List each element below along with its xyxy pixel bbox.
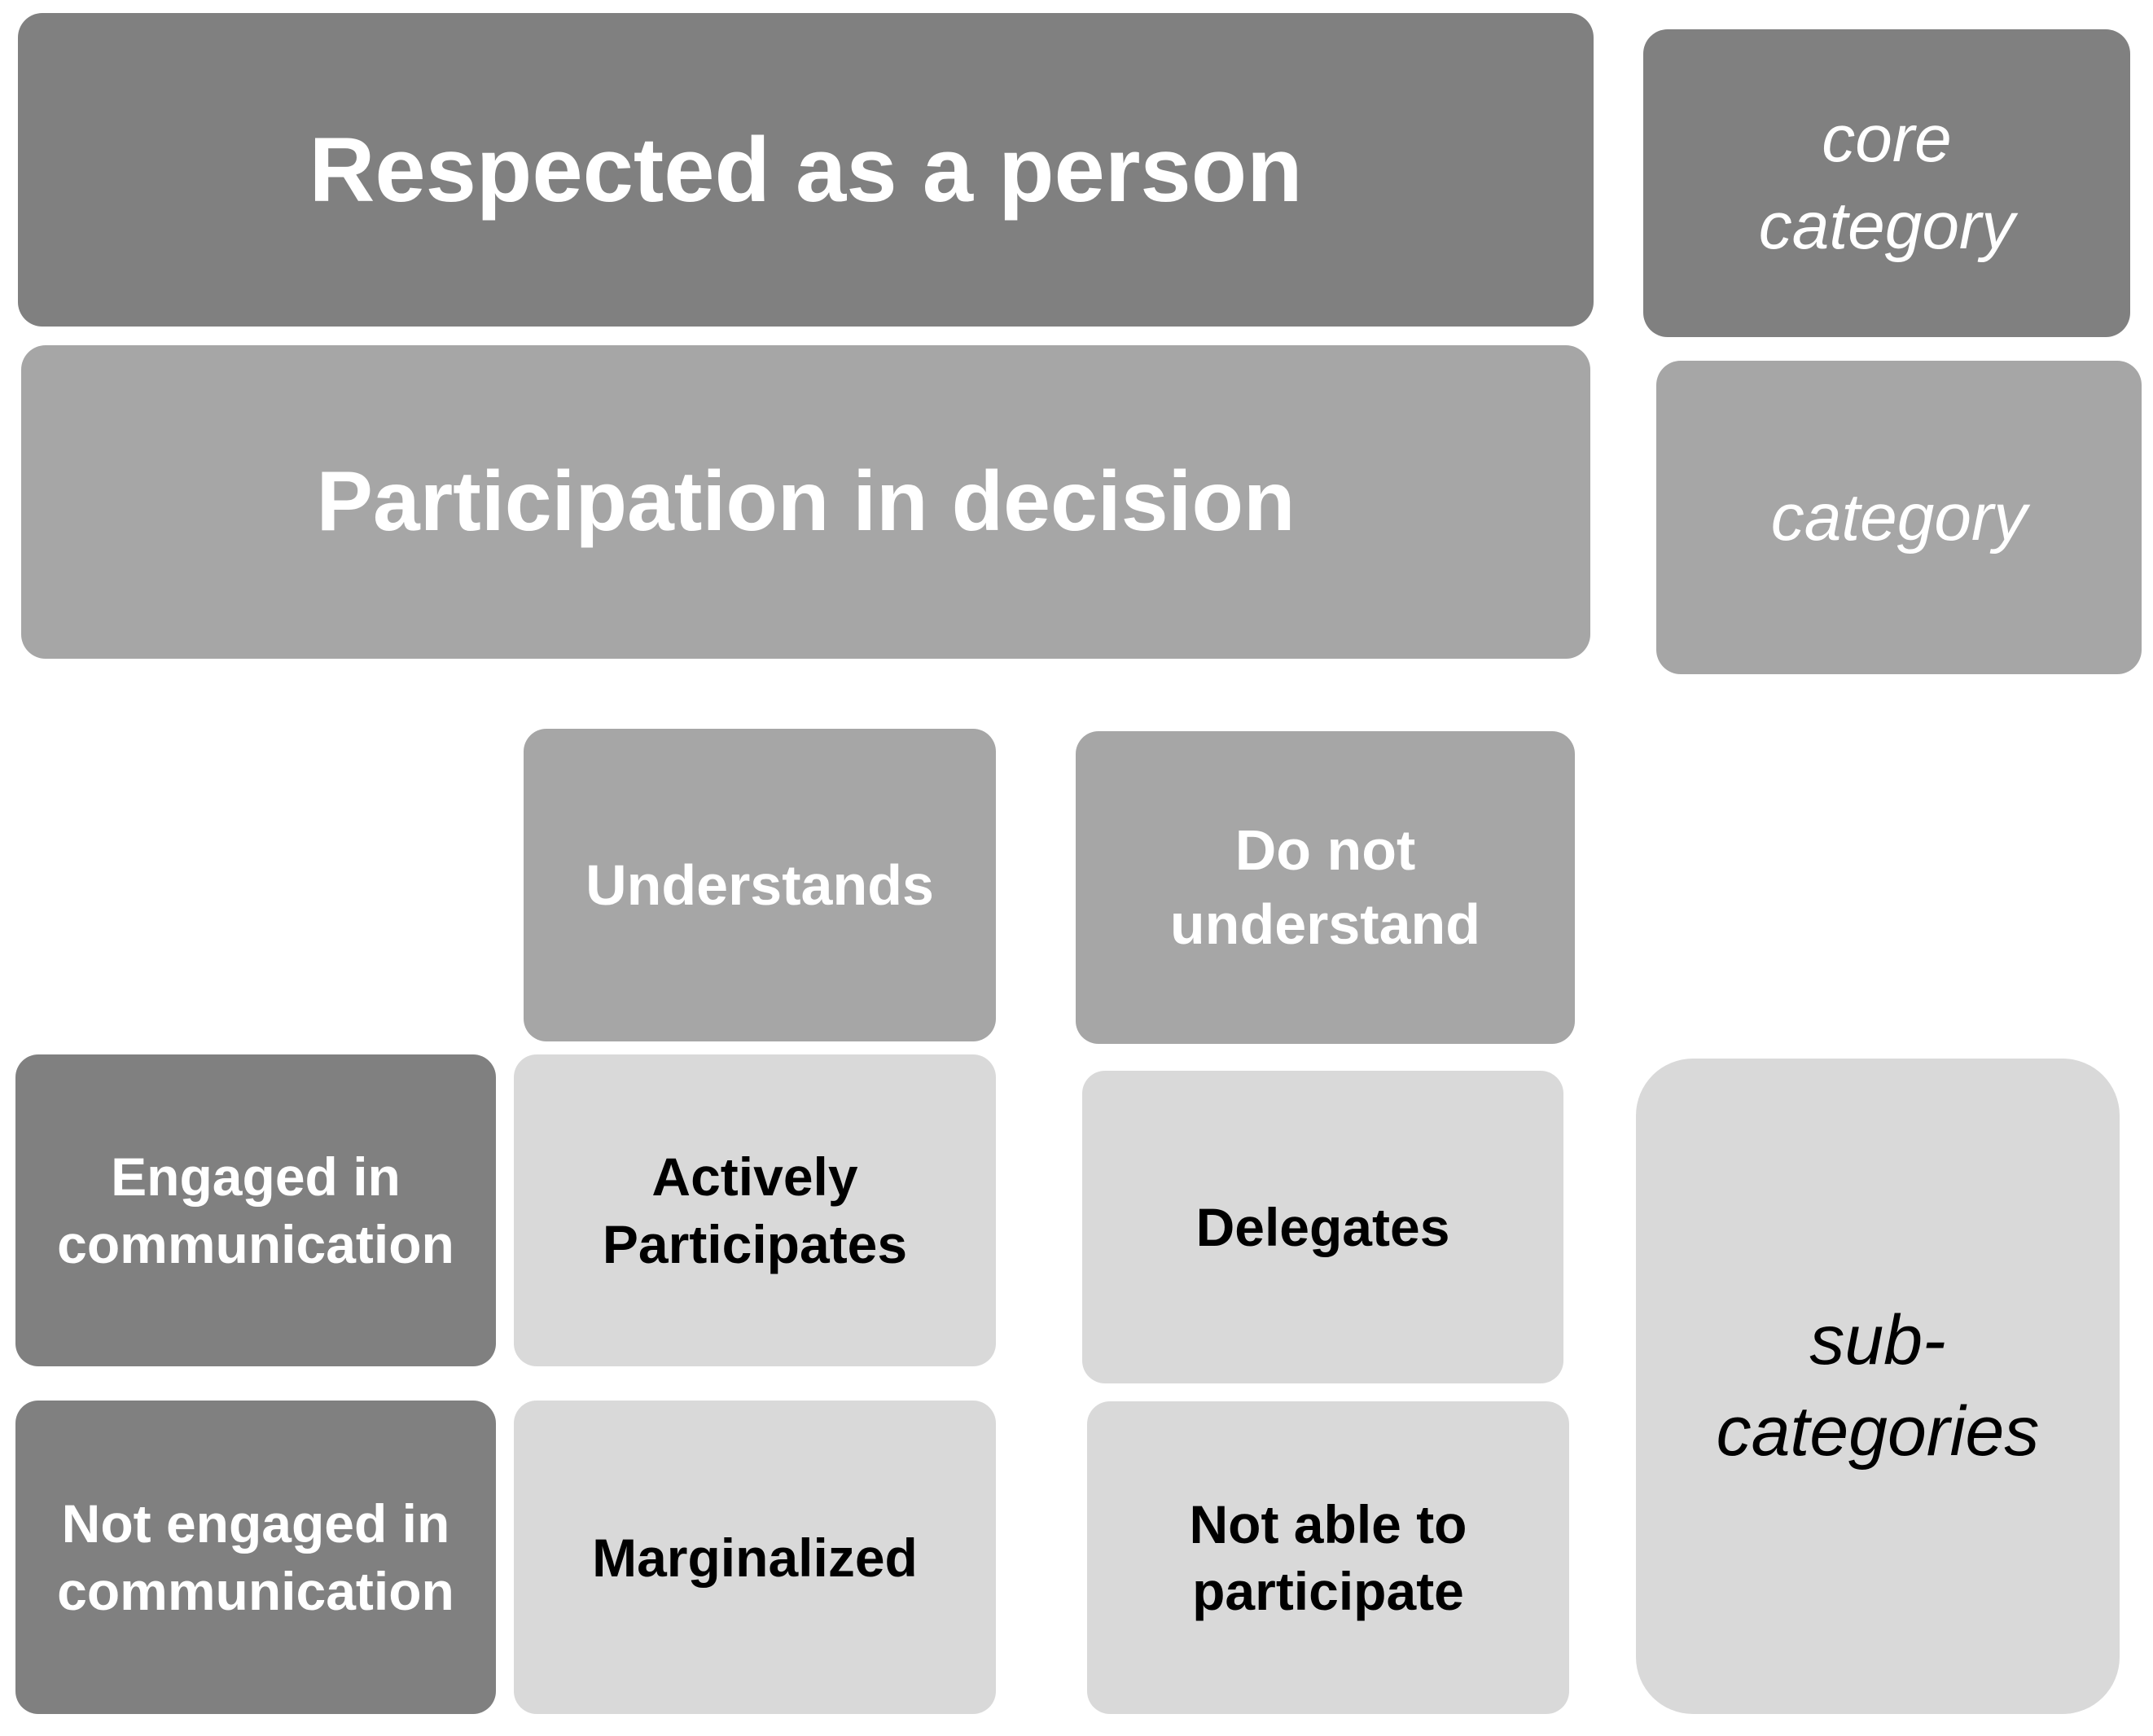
core-category-box: Respected as a person — [18, 13, 1594, 327]
category-title: Participation in decision — [316, 454, 1296, 549]
cell-delegates: Delegates — [1082, 1071, 1563, 1383]
category-box: Participation in decision — [21, 345, 1590, 659]
cell-not-able-to-participate: Not able to participate — [1087, 1401, 1569, 1714]
cell-actively-participates: Actively Participates — [514, 1054, 996, 1366]
cell-delegates-label: Delegates — [1195, 1197, 1450, 1257]
row-header-engaged-label: Engaged in communication — [57, 1146, 454, 1274]
category-legend: category — [1656, 361, 2142, 674]
column-header-understands: Understands — [524, 729, 996, 1041]
column-header-do-not-understand-label: Do not understand — [1169, 818, 1481, 956]
category-legend-label: category — [1770, 480, 2028, 555]
cell-marginalized: Marginalized — [514, 1401, 996, 1714]
core-category-legend: core category — [1643, 29, 2130, 337]
column-header-understands-label: Understands — [585, 853, 934, 917]
column-header-do-not-understand: Do not understand — [1076, 731, 1575, 1044]
core-category-title: Respected as a person — [309, 119, 1303, 221]
row-header-not-engaged-label: Not engaged in communication — [57, 1493, 454, 1621]
subcategories-legend: sub- categories — [1636, 1059, 2120, 1714]
cell-not-able-to-participate-label: Not able to participate — [1189, 1493, 1467, 1622]
core-category-legend-label: core category — [1758, 102, 2015, 263]
subcategories-legend-label: sub- categories — [1716, 1300, 2040, 1471]
cell-actively-participates-label: Actively Participates — [602, 1146, 908, 1274]
row-header-not-engaged: Not engaged in communication — [15, 1401, 496, 1714]
row-header-engaged: Engaged in communication — [15, 1054, 496, 1366]
cell-marginalized-label: Marginalized — [592, 1527, 918, 1588]
